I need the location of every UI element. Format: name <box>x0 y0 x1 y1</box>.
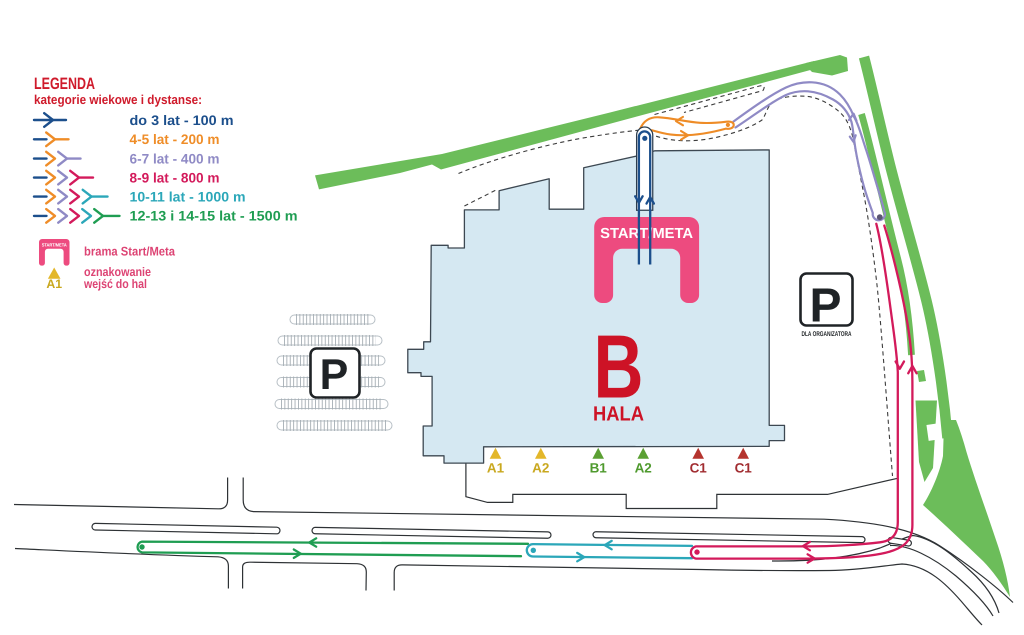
svg-text:kategorie wiekowe i dystanse:: kategorie wiekowe i dystanse: <box>34 92 202 107</box>
svg-text:6-7 lat - 400 m: 6-7 lat - 400 m <box>130 151 220 166</box>
svg-text:HALA: HALA <box>593 403 644 426</box>
svg-text:LEGENDA: LEGENDA <box>34 75 95 93</box>
svg-text:B1: B1 <box>590 461 608 476</box>
svg-text:DLA ORGANIZATORA: DLA ORGANIZATORA <box>802 331 852 338</box>
svg-text:oznakowanie: oznakowanie <box>84 265 151 279</box>
svg-text:A2: A2 <box>532 461 549 476</box>
svg-text:P: P <box>320 351 349 399</box>
svg-text:10-11 lat - 1000 m: 10-11 lat - 1000 m <box>130 189 246 204</box>
svg-text:do 3 lat - 100 m: do 3 lat - 100 m <box>130 113 234 128</box>
svg-text:A1: A1 <box>46 277 62 291</box>
svg-text:12-13 i 14-15 lat - 1500 m: 12-13 i 14-15 lat - 1500 m <box>130 209 298 224</box>
svg-text:START/META: START/META <box>42 242 68 247</box>
svg-text:A1: A1 <box>487 461 505 476</box>
svg-text:4-5 lat - 200 m: 4-5 lat - 200 m <box>130 132 220 147</box>
svg-text:C1: C1 <box>735 461 753 476</box>
svg-text:wejść do hal: wejść do hal <box>83 277 147 291</box>
svg-text:P: P <box>809 280 841 333</box>
svg-text:A2: A2 <box>635 461 652 476</box>
svg-text:START/META: START/META <box>600 226 694 242</box>
svg-text:8-9 lat - 800 m: 8-9 lat - 800 m <box>130 170 220 185</box>
svg-text:brama Start/Meta: brama Start/Meta <box>84 245 176 259</box>
svg-text:C1: C1 <box>690 461 708 476</box>
svg-text:B: B <box>594 318 644 418</box>
